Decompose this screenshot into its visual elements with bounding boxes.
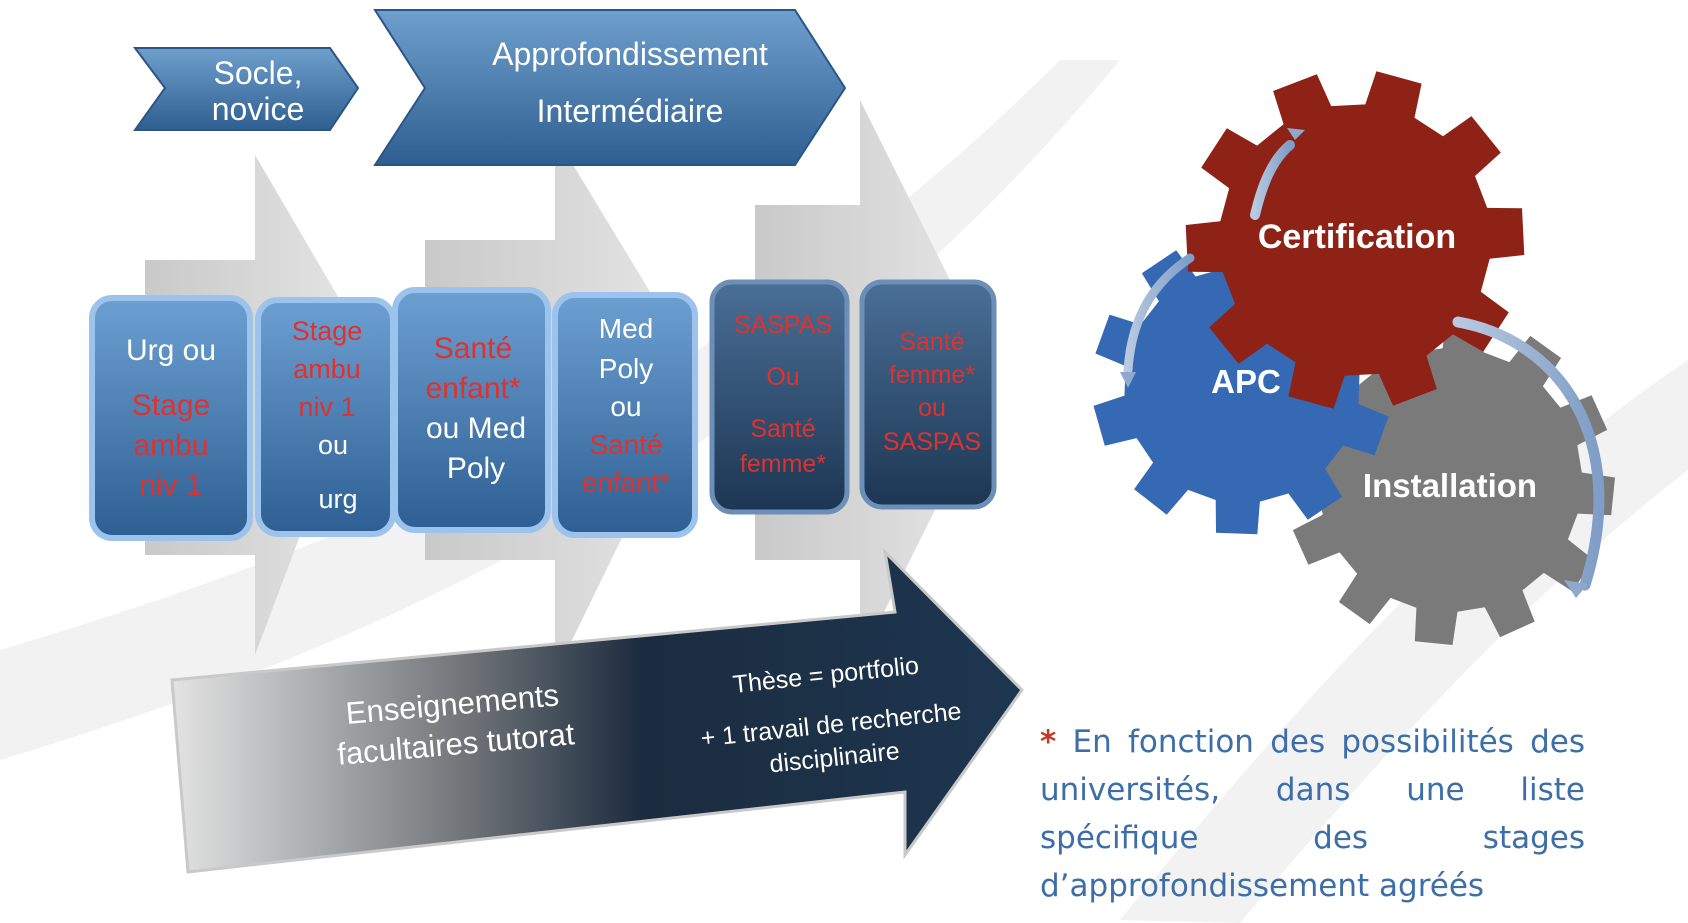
banner-approfondissement: Approfondissement Intermédiaire [373, 9, 847, 166]
card-1: Urg ou Stage ambu niv 1 [89, 295, 253, 541]
banner-socle: Socle, novice [133, 47, 360, 131]
card-3-line-4: Poly [447, 452, 505, 485]
card-4-line-3: ou [610, 391, 641, 422]
footnote: * En fonction des possibilités des unive… [1040, 718, 1585, 910]
card-5-line-2: Ou [766, 363, 799, 391]
banner-approfondissement-line-2: Intermédiaire [537, 93, 724, 129]
card-6-line-2: femme* [889, 361, 975, 389]
gear-apc-label: APC [1211, 363, 1281, 400]
card-2-line-5: urg [318, 484, 357, 514]
card-2-line-3: niv 1 [298, 392, 355, 422]
cycle-arrows [1120, 128, 1605, 598]
banner-socle-line-1: Socle, [214, 55, 303, 91]
card-4: Med Poly ou Santé enfant* [552, 292, 698, 538]
gear-certification-label: Certification [1258, 218, 1456, 256]
card-1-line-1: Urg ou [126, 334, 216, 367]
gear-installation-label: Installation [1363, 467, 1537, 504]
banner-socle-line-2: novice [212, 91, 305, 127]
card-6-line-1: Santé [899, 328, 964, 356]
card-5-line-1: SASPAS [734, 311, 832, 339]
gear-installation: Installation [1285, 315, 1615, 645]
card-5-line-3: Santé [750, 415, 815, 443]
card-6-line-3: ou [918, 394, 946, 422]
card-6-line-4: SASPAS [883, 428, 981, 456]
card-3-line-1: Santé [434, 332, 512, 365]
card-2-line-2: ambu [293, 354, 361, 384]
footnote-text: En fonction des possibilités des univers… [1040, 724, 1585, 904]
gray-arrow-3 [755, 100, 955, 660]
card-3: Santé enfant* ou Med Poly [392, 287, 551, 533]
card-2-line-1: Stage [292, 316, 363, 346]
gear-certification: Certification [1185, 71, 1525, 409]
card-2: Stage ambu niv 1 ou urg [255, 297, 396, 537]
card-4-line-5: enfant* [582, 467, 671, 498]
card-1-line-4: niv 1 [139, 469, 202, 502]
footnote-asterisk: * [1040, 724, 1057, 760]
bottom-arrow: Enseignements facultaires tutorat Thèse … [170, 547, 1024, 874]
banner-approfondissement-line-1: Approfondissement [492, 36, 768, 72]
card-5-line-4: femme* [740, 450, 826, 478]
card-5: SASPAS Ou Santé femme* [709, 279, 850, 515]
card-3-line-3: ou Med [426, 412, 526, 445]
card-3-line-2: enfant* [425, 372, 520, 405]
card-4-line-1: Med [599, 313, 653, 344]
card-4-line-4: Santé [589, 429, 662, 460]
card-4-line-2: Poly [599, 353, 653, 384]
card-1-line-3: ambu [133, 429, 208, 462]
card-2-line-4: ou [318, 430, 348, 460]
card-6: Santé femme* ou SASPAS [859, 279, 997, 510]
card-1-line-2: Stage [132, 389, 210, 422]
